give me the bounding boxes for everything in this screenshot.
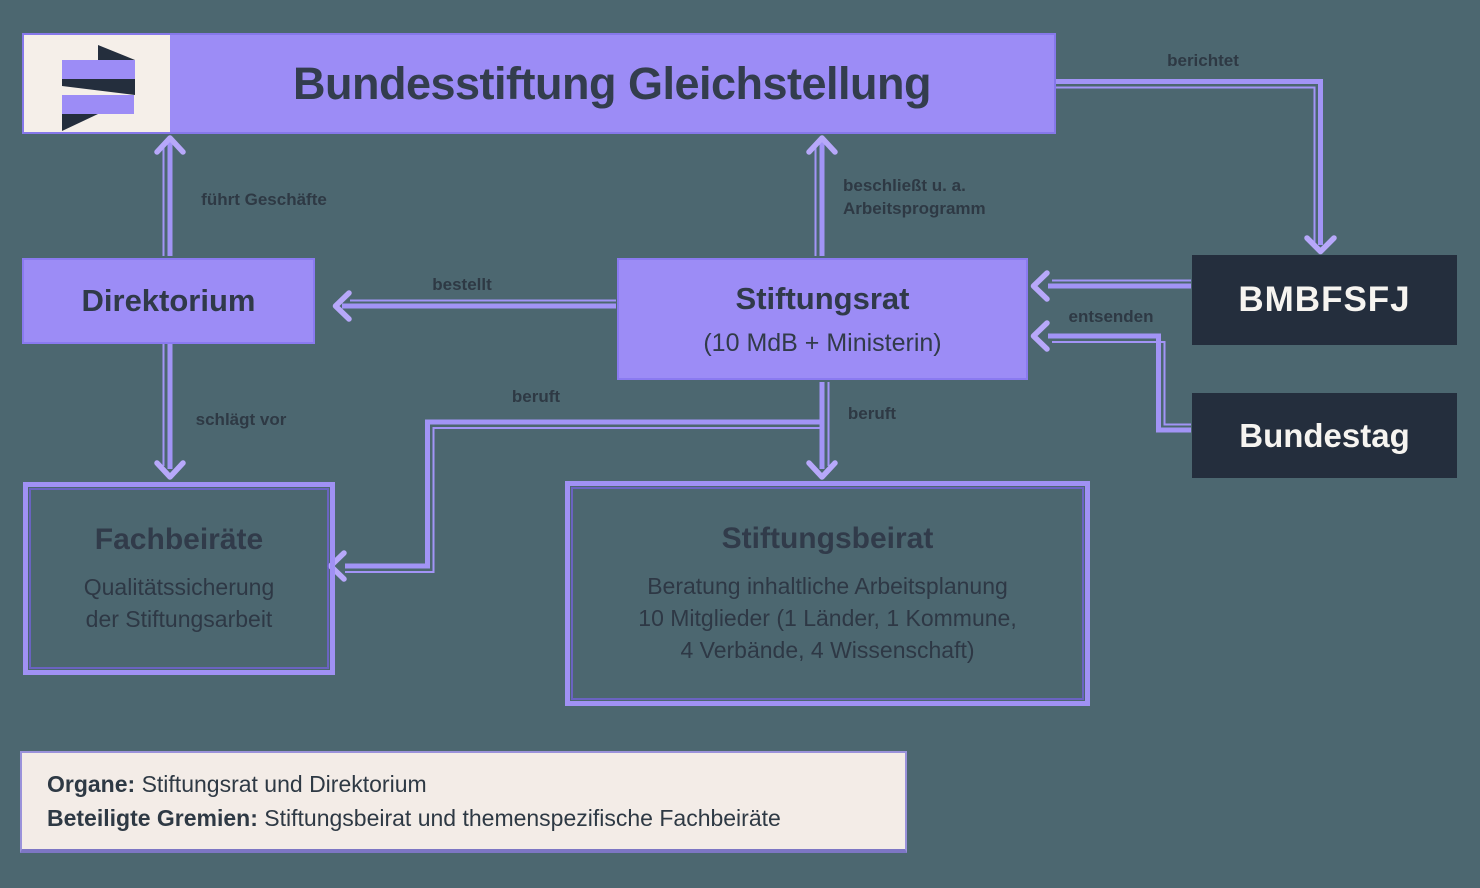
header-title-box: Bundesstiftung Gleichstellung xyxy=(170,35,1054,132)
legend-line-gremien: Beteiligte Gremien: Stiftungsbeirat und … xyxy=(47,805,781,831)
edge-fuehrt-geschaefte-label: führt Geschäfte xyxy=(201,190,327,209)
node-bundestag: Bundestag xyxy=(1192,393,1457,478)
node-fachbeiraete-label: Fachbeiräte xyxy=(94,522,264,556)
edge-beruft-stiftungsbeirat-label: beruft xyxy=(847,404,897,423)
edge-beschliesst-label: beschließt u. a. Arbeitsprogramm xyxy=(843,176,986,218)
node-direktorium-label: Direktorium xyxy=(81,283,256,318)
node-fachbeiraete: Fachbeiräte Qualitätssicherung der Stift… xyxy=(23,482,335,675)
foundation-logo xyxy=(24,35,170,132)
edge-berichtet-arrow xyxy=(1056,79,1337,255)
node-stiftungsbeirat-description: Beratung inhaltliche Arbeitsplanung 10 M… xyxy=(638,572,1017,663)
edge-fuehrt-geschaefte-arrow xyxy=(154,135,186,256)
node-bmbfsfj: BMBFSFJ xyxy=(1192,255,1457,345)
edge-entsenden-bundestag-arrow xyxy=(1030,320,1191,433)
edge-berichtet-label: berichtet xyxy=(1167,51,1239,70)
edge-bestellt-label: bestellt xyxy=(432,275,492,294)
page-title: Bundesstiftung Gleichstellung xyxy=(292,57,932,109)
edge-beruft-stiftungsbeirat-arrow xyxy=(806,382,838,480)
edge-entsenden-bmbfsfj-arrow xyxy=(1030,270,1191,302)
edge-bestellt-arrow xyxy=(332,290,616,322)
node-stiftungsbeirat-label: Stiftungsbeirat xyxy=(721,521,934,555)
node-stiftungsrat-sublabel: (10 MdB + Ministerin) xyxy=(703,328,942,357)
edge-schlaegt-vor-label: schlägt vor xyxy=(195,410,287,429)
edge-schlaegt-vor-arrow xyxy=(154,344,186,480)
edge-entsenden-label: entsenden xyxy=(1068,307,1154,326)
node-direktorium: Direktorium xyxy=(22,258,315,344)
edge-beschliesst-arrow xyxy=(806,135,838,256)
edge-beruft-fachbeiraete-label: beruft xyxy=(511,387,561,406)
node-stiftungsbeirat: Stiftungsbeirat Beratung inhaltliche Arb… xyxy=(565,481,1090,706)
node-stiftungsrat: Stiftungsrat (10 MdB + Ministerin) xyxy=(617,258,1028,380)
header-bar: Bundesstiftung Gleichstellung xyxy=(22,33,1056,134)
node-stiftungsrat-label: Stiftungsrat xyxy=(735,280,910,316)
legend-box: Organe: Stiftungsrat und Direktorium Bet… xyxy=(20,751,907,853)
node-bmbfsfj-label: BMBFSFJ xyxy=(1238,280,1411,319)
node-fachbeiraete-description: Qualitätssicherung der Stiftungsarbeit xyxy=(83,573,275,632)
legend-line-organe: Organe: Stiftungsrat und Direktorium xyxy=(47,771,427,797)
node-bundestag-label: Bundestag xyxy=(1239,416,1410,454)
ribbon-logo-icon xyxy=(62,44,135,131)
